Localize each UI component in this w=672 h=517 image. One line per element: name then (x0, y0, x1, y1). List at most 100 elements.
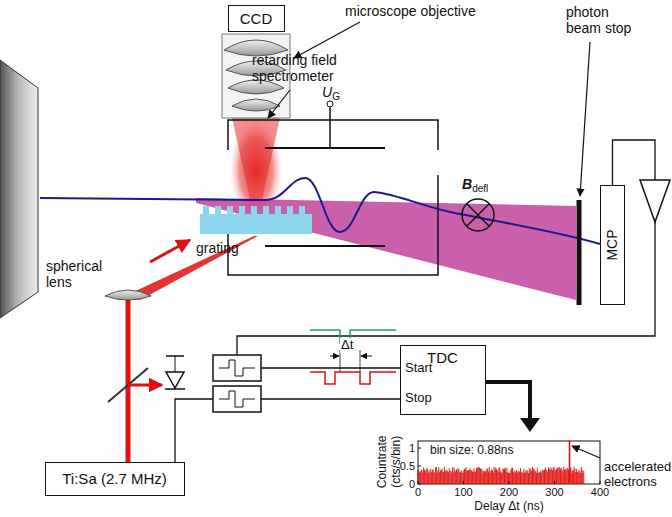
node-title: MCP (604, 229, 620, 260)
node-title: Ti:Sa (2.7 MHz) (62, 470, 166, 487)
histogram-bin (502, 469, 503, 484)
histogram-bin (476, 468, 477, 484)
axis-tick (463, 481, 464, 484)
histogram-bin (508, 473, 509, 484)
histogram-bin (496, 469, 497, 484)
histogram-bin (481, 469, 482, 484)
histogram-bin (466, 467, 467, 484)
histogram-bin (562, 473, 563, 484)
histogram-bin (428, 473, 429, 484)
histogram-bin (467, 470, 468, 484)
grating-tooth (287, 206, 293, 214)
histogram-bin (576, 469, 577, 484)
laser-box: Ti:Sa (2.7 MHz) (45, 462, 185, 496)
histogram-bin (538, 473, 539, 484)
histogram-bin (446, 470, 447, 484)
callout-label: photon beam stop (566, 4, 644, 36)
histogram-bin (438, 470, 439, 484)
histogram-bin (499, 467, 500, 484)
histogram-bin (439, 472, 440, 484)
tick-label: 100 (454, 486, 472, 499)
delay-label: Δt (340, 338, 354, 353)
histogram-bin (552, 470, 553, 484)
histogram-bin (558, 467, 559, 484)
histogram-bin (489, 467, 490, 484)
histogram-bin (527, 471, 528, 484)
histogram-bin (470, 468, 471, 484)
histogram-bin (468, 470, 469, 484)
histogram-bin (571, 473, 572, 484)
histogram-bin (574, 469, 575, 484)
histogram-bin (534, 469, 535, 484)
voltage-label: UG (322, 84, 340, 103)
histogram-bin (491, 469, 492, 484)
histogram-bin (565, 469, 566, 484)
chart-note: bin size: 0.88ns (430, 444, 513, 458)
histogram-bin (519, 471, 520, 484)
histogram-bin (581, 467, 582, 484)
histogram-bin (475, 471, 476, 484)
histogram-bin (458, 469, 459, 484)
histogram-bin (540, 471, 541, 484)
histogram-bin (561, 468, 562, 484)
histogram-bin (425, 471, 426, 484)
signal-wire (175, 399, 400, 462)
axis-title: Delay Δt (ns) (474, 500, 543, 514)
histogram-bin (447, 471, 448, 484)
histogram-bin (531, 471, 532, 484)
histogram-bin (451, 473, 452, 484)
histogram-bin (459, 472, 460, 484)
histogram-bin (454, 470, 455, 484)
histogram-bin (506, 468, 507, 484)
histogram-bin (510, 470, 511, 484)
histogram-bin (523, 469, 524, 484)
histogram-bin (518, 471, 519, 484)
histogram-bin (551, 469, 552, 484)
histogram-bin (578, 472, 579, 484)
histogram-bin (507, 472, 508, 484)
histogram-bin (450, 471, 451, 484)
histogram-bin (483, 471, 484, 484)
grating-tooth (251, 206, 257, 214)
histogram-bin (441, 470, 442, 484)
histogram-bin (478, 467, 479, 484)
histogram-bin (474, 468, 475, 484)
histogram-bin (446, 472, 447, 484)
histogram-bin (500, 471, 501, 484)
histogram-bin (456, 469, 457, 484)
tick-label: 0.5 (400, 460, 415, 473)
histogram-bin (426, 471, 427, 484)
histogram-bin (472, 471, 473, 484)
histogram-bin (554, 471, 555, 484)
tick-label: 1 (409, 442, 415, 455)
histogram-bin (562, 470, 563, 484)
histogram-bin (537, 467, 538, 484)
histogram-bin (431, 472, 432, 484)
histogram-bin (482, 470, 483, 484)
histogram-bin (512, 468, 513, 484)
histogram-bin (546, 470, 547, 484)
histogram-bin (506, 472, 507, 484)
histogram-bin (423, 468, 424, 484)
histogram-bin (442, 471, 443, 484)
histogram-bin (490, 471, 491, 484)
histogram-bin (462, 473, 463, 484)
histogram-bin (430, 472, 431, 484)
grating-tooth (239, 206, 245, 214)
histogram-bin (582, 470, 583, 484)
histogram-bin (465, 469, 466, 484)
histogram-bin (485, 472, 486, 484)
histogram-bin (469, 470, 470, 484)
histogram-bin (440, 470, 441, 484)
histogram-bin (582, 473, 583, 484)
callout-label: retarding field spectrometer (252, 52, 367, 84)
histogram-bin (542, 469, 543, 484)
axis-tick (418, 484, 421, 485)
histogram-bin (570, 469, 571, 484)
histogram-bin (437, 472, 438, 484)
peak-label: accelerated electrons (604, 460, 672, 490)
histogram-bin (487, 468, 488, 484)
tick-label: 300 (545, 486, 563, 499)
histogram-bin (530, 470, 531, 484)
tdc-box: TDCStartStop (400, 345, 486, 415)
